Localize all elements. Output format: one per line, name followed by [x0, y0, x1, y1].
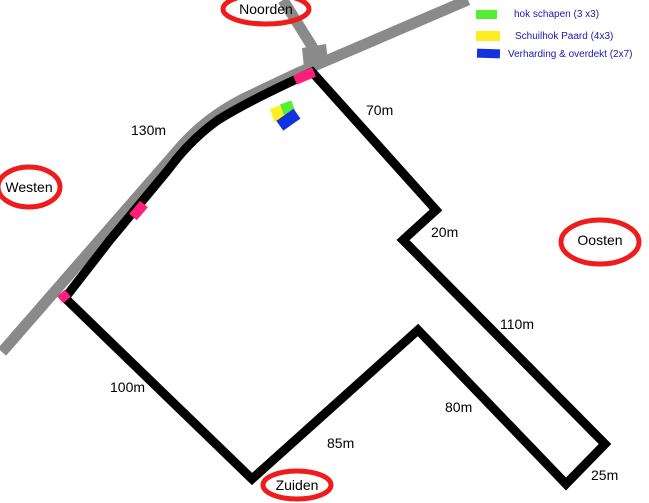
label-south-mid: 85m: [327, 435, 354, 451]
west-ring: [0, 164, 63, 210]
road-junction: [302, 44, 328, 68]
shelters: [269, 100, 301, 131]
compass-west: Westen: [0, 164, 63, 210]
south-ring: [260, 468, 334, 502]
label-east-end: 25m: [591, 467, 618, 483]
legend-blue-swatch: [476, 48, 501, 59]
verharding-building: [276, 108, 301, 131]
legend-label-verharding: Verharding & overdekt (2x7): [508, 49, 633, 60]
east-ring: [558, 217, 642, 267]
compass-north: Noorden: [220, 0, 312, 27]
north-ring: [220, 0, 312, 27]
north-label: Noorden: [239, 1, 293, 17]
label-north-road: 130m: [131, 122, 166, 138]
legend-label-schuilhok-paard: Schuilhok Paard (4x3): [515, 31, 613, 42]
legend: hok schapen (3 x3) Schuilhok Paard (4x3)…: [476, 9, 633, 60]
main-road: [0, 0, 471, 356]
south-label: Zuiden: [276, 477, 319, 493]
compass-east: Oosten: [558, 217, 642, 267]
gates: [57, 67, 316, 304]
label-north-east: 70m: [366, 102, 393, 118]
gate-southwest: [57, 289, 71, 304]
legend-green-swatch: [476, 10, 497, 19]
label-west-side: 100m: [110, 379, 145, 395]
legend-yellow-swatch: [476, 31, 500, 41]
west-label: Westen: [5, 179, 52, 195]
label-notch: 20m: [431, 224, 458, 240]
legend-label-hok-schapen: hok schapen (3 x3): [514, 9, 599, 20]
roads: [0, 0, 471, 356]
gate-west: [129, 200, 148, 221]
east-label: Oosten: [577, 232, 622, 248]
segment-labels: 130m 70m 20m 110m 25m 80m 85m 100m: [110, 102, 618, 483]
label-inner-arm: 80m: [445, 399, 472, 415]
label-east-long: 110m: [500, 316, 534, 332]
gate-north: [293, 67, 316, 85]
fence-outline: [58, 66, 612, 491]
compass-south: Zuiden: [260, 468, 334, 502]
